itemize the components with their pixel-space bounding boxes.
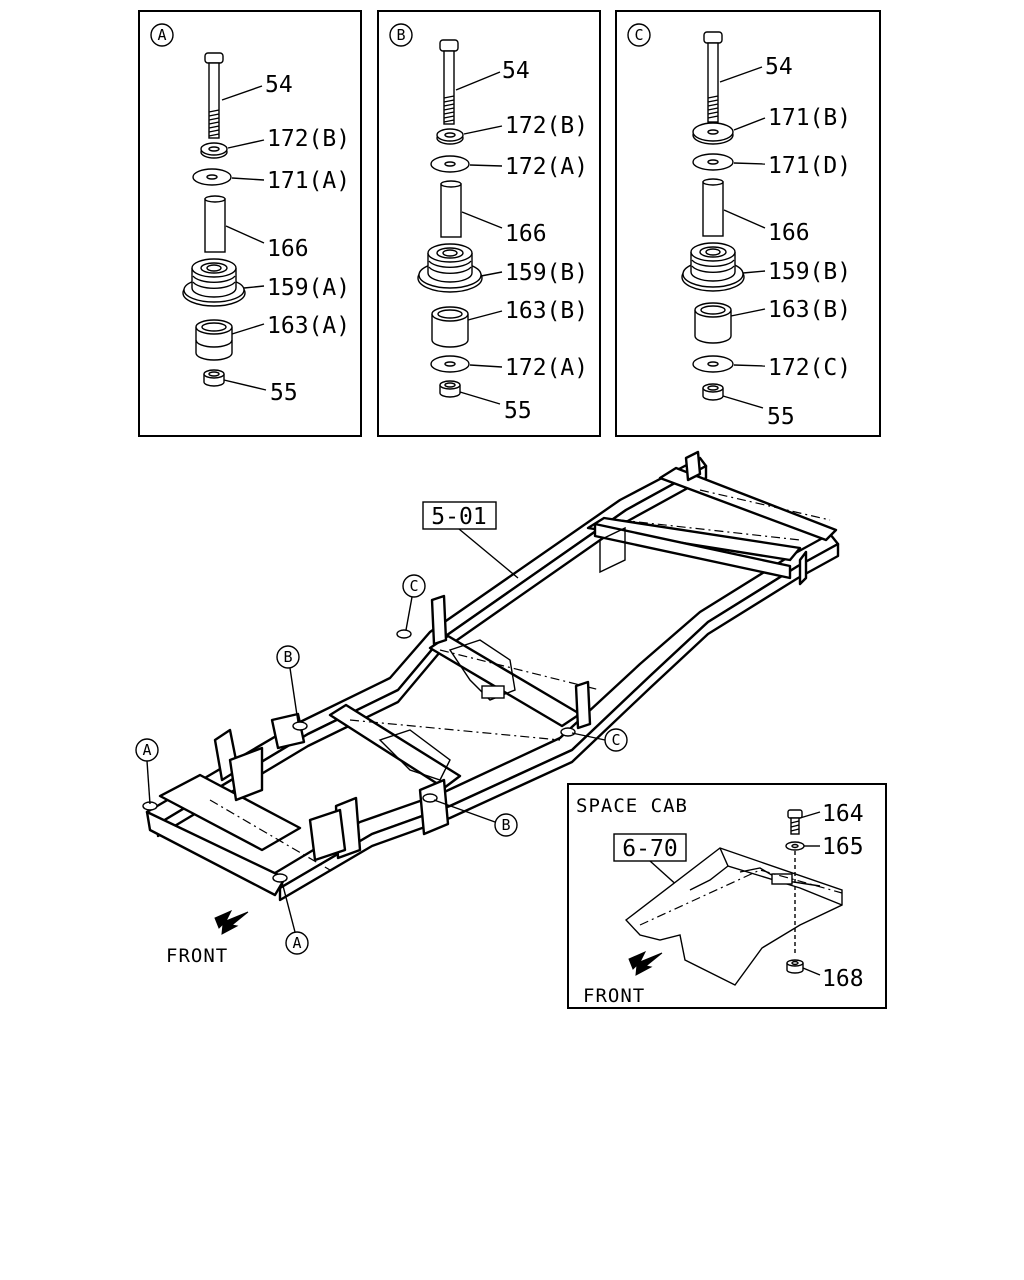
panel-a-label-55: 55: [270, 380, 298, 406]
panel-b-label-55: 55: [504, 398, 532, 424]
panel-c-insulator-159b: [681, 242, 745, 292]
callout-b-right-letter: B: [501, 816, 510, 834]
front-arrow-icon: [214, 909, 249, 935]
panel-c-badge: C: [627, 23, 651, 47]
front-direction-indicator: FRONT: [166, 909, 249, 967]
panel-c-sleeve-166: [702, 178, 724, 237]
space-cab-bolt-164: [787, 809, 803, 835]
panel-c: C 54 171(B) 171(D) 166: [615, 10, 881, 437]
panel-b-label-172a-bottom: 172(A): [505, 355, 588, 381]
space-cab-label-164: 164: [822, 801, 864, 827]
panel-c-washer-171b: [692, 122, 734, 145]
callout-a-bottom-letter: A: [292, 934, 301, 952]
panel-a-label-54: 54: [265, 72, 293, 98]
panel-c-label-166: 166: [768, 220, 810, 246]
panel-a: A 54 172(B) 171(A) 166: [138, 10, 362, 437]
panel-c-badge-letter: C: [634, 26, 643, 44]
panel-b-border: [377, 10, 601, 437]
panel-a-label-172b: 172(B): [267, 126, 350, 152]
callout-b-top-letter: B: [283, 648, 292, 666]
panel-b-insulator-159b: [417, 243, 483, 293]
frame-ref-label: 5-01: [431, 504, 486, 530]
panel-a-nut-55: [203, 369, 225, 387]
callout-c-right: C: [571, 728, 628, 752]
front-crossmember: [145, 810, 287, 897]
panel-b-sleeve-166: [440, 180, 462, 238]
panel-c-label-55: 55: [767, 404, 795, 430]
panel-a-insulator-163a: [195, 319, 233, 361]
space-cab-front-arrow-icon: [628, 950, 663, 976]
space-cab-nut-168: [786, 959, 804, 974]
panel-b-label-166: 166: [505, 221, 547, 247]
space-cab-washer-165: [785, 841, 805, 851]
panel-b-washer-172b: [436, 128, 464, 145]
panel-a-sleeve-166: [204, 195, 226, 253]
callout-a-bottom: A: [281, 881, 309, 955]
panel-c-bolt-54: [703, 31, 723, 123]
panel-a-insulator-159a: [182, 258, 246, 307]
panel-c-label-54: 54: [765, 54, 793, 80]
chassis-frame-view: [142, 450, 840, 902]
panel-c-washer-172c: [692, 355, 734, 373]
space-cab-ref-label: 6-70: [622, 836, 677, 862]
panel-c-insulator-163b: [694, 302, 732, 344]
panel-b-nut-55: [439, 380, 461, 398]
panel-c-nut-55: [702, 383, 724, 401]
panel-b-label-172b: 172(B): [505, 113, 588, 139]
panel-a-label-163a: 163(A): [267, 313, 350, 339]
panel-b-badge-letter: B: [396, 26, 405, 44]
panel-b-label-163b: 163(B): [505, 298, 588, 324]
panel-b-label-172a-top: 172(A): [505, 154, 588, 180]
panel-a-label-166: 166: [267, 236, 309, 262]
panel-b-label-54: 54: [502, 58, 530, 84]
panel-a-washer-171a: [192, 168, 232, 186]
callout-c-top: C: [402, 574, 426, 631]
callout-b-top: B: [276, 645, 300, 723]
panel-c-washer-171d: [692, 153, 734, 171]
panel-b-washer-172a-bottom: [430, 355, 470, 373]
panel-b-bolt-54: [439, 39, 459, 125]
panel-c-label-172c: 172(C): [768, 355, 851, 381]
panel-b-insulator-163b: [431, 306, 469, 348]
panel-a-bolt-54: [204, 52, 224, 139]
panel-b-washer-172a-top: [430, 155, 470, 173]
panel-c-label-159b: 159(B): [768, 259, 851, 285]
space-cab-front-label: FRONT: [583, 985, 645, 1007]
panel-c-label-171b: 171(B): [768, 105, 851, 131]
panel-b-badge: B: [389, 23, 413, 47]
callout-a-left: A: [135, 738, 159, 805]
panel-a-label-159a: 159(A): [267, 275, 350, 301]
panel-c-label-171d: 171(D): [768, 153, 851, 179]
callout-b-right: B: [433, 799, 518, 837]
callout-a-left-letter: A: [142, 741, 151, 759]
front-label: FRONT: [166, 945, 228, 967]
panel-b-label-159b: 159(B): [505, 260, 588, 286]
panel-c-label-163b: 163(B): [768, 297, 851, 323]
panel-a-border: [138, 10, 362, 437]
frame-reference: 5-01: [422, 501, 519, 579]
panel-a-label-171a: 171(A): [267, 168, 350, 194]
space-cab-title: SPACE CAB: [576, 795, 688, 817]
space-cab-inset: SPACE CAB 6-70 164 165: [567, 783, 887, 1009]
callout-c-right-letter: C: [611, 731, 620, 749]
space-cab-label-165: 165: [822, 834, 864, 860]
space-cab-label-168: 168: [822, 966, 864, 992]
panel-b: B 54 172(B) 172(A) 166: [377, 10, 601, 437]
panel-a-washer-172b: [200, 142, 228, 159]
panel-a-badge-letter: A: [157, 26, 166, 44]
callout-c-top-letter: C: [409, 577, 418, 595]
panel-a-badge: A: [150, 23, 174, 47]
